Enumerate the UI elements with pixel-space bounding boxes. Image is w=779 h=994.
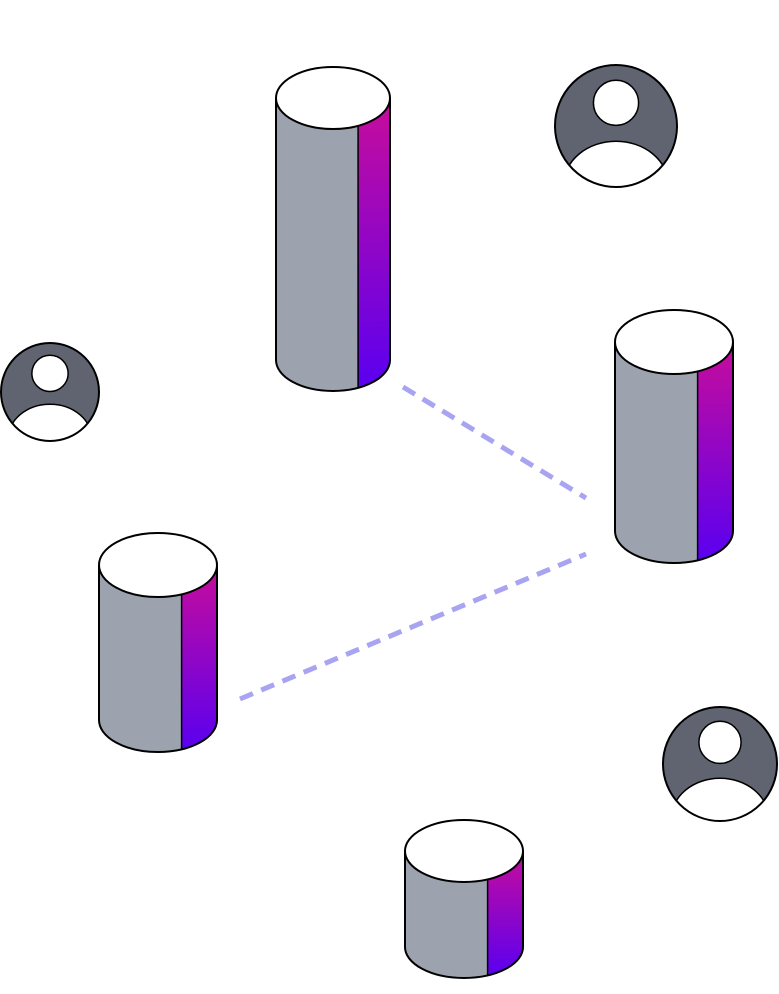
user-1[interactable]: [554, 64, 678, 229]
user-avatar-icon: [554, 64, 678, 188]
user-avatar-icon: [0, 342, 100, 442]
connector-database-1-to-database-2: [401, 384, 588, 501]
database-icon: [275, 66, 391, 392]
database-3[interactable]: [98, 532, 218, 753]
database-4[interactable]: [404, 819, 524, 979]
database-icon: [614, 309, 734, 564]
connectors-layer: [239, 384, 588, 702]
user-avatar-icon: [662, 706, 778, 822]
user-3[interactable]: [662, 706, 778, 860]
nodes-layer: [0, 64, 778, 979]
database-icon: [98, 532, 218, 753]
database-1[interactable]: [275, 66, 391, 392]
connector-database-3-to-database-2: [239, 551, 587, 702]
user-2[interactable]: [0, 342, 100, 475]
database-icon: [404, 819, 524, 979]
database-2[interactable]: [614, 309, 734, 564]
